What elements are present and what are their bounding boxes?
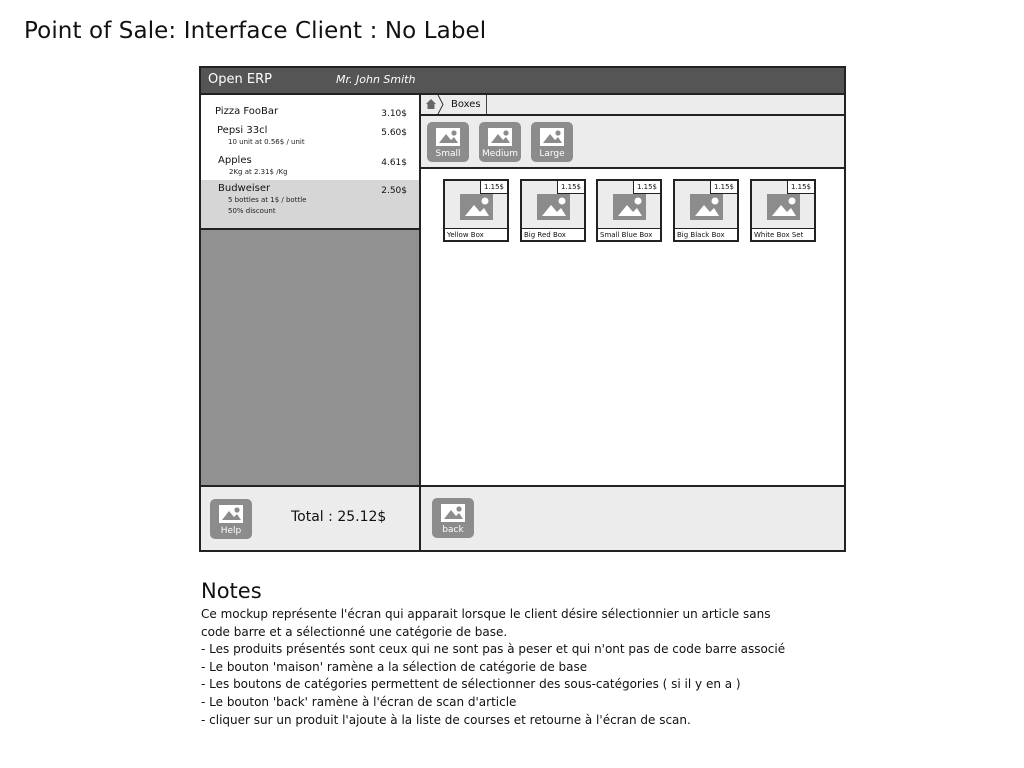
product-price: 1.15$	[480, 181, 507, 194]
left-footer: Help Total : 25.12$	[201, 487, 419, 550]
product-name: White Box Set	[752, 228, 814, 240]
help-button[interactable]: Help	[210, 499, 252, 539]
image-icon	[436, 128, 460, 146]
order-line-name: Apples	[218, 155, 252, 166]
product-price: 1.15$	[787, 181, 814, 194]
image-icon	[540, 128, 564, 146]
category-bar: Small Medium Large	[421, 116, 844, 169]
notes-line: Ce mockup représente l'écran qui apparai…	[201, 607, 771, 621]
notes-heading: Notes	[201, 579, 262, 603]
breadcrumb: Boxes	[421, 95, 844, 116]
notes-line: - cliquer sur un produit l'ajoute à la l…	[201, 712, 691, 727]
home-button[interactable]	[421, 95, 443, 114]
category-label: Large	[539, 149, 565, 159]
back-label: back	[442, 525, 464, 535]
top-bar: Open ERP Mr. John Smith	[201, 68, 844, 95]
order-line-name: Pepsi 33cl	[217, 125, 268, 136]
order-line-detail: 2Kg at 2.31$ /Kg	[229, 168, 288, 176]
product-name: Small Blue Box	[598, 228, 660, 240]
notes-section: Notes Ce mockup représente l'écran qui a…	[201, 579, 841, 729]
category-label: Medium	[482, 149, 518, 159]
breadcrumb-current[interactable]: Boxes	[443, 95, 487, 114]
notes-line: - Le bouton 'maison' ramène a la sélecti…	[201, 659, 588, 674]
order-list: Pizza FooBar 3.10$ Pepsi 33cl 5.60$ 10 u…	[201, 95, 419, 230]
order-line-price: 3.10$	[381, 109, 407, 119]
order-line-detail: 10 unit at 0.56$ / unit	[228, 138, 305, 146]
product-name: Big Black Box	[675, 228, 737, 240]
image-icon	[441, 504, 465, 522]
notes-line: - Les boutons de catégories permettent d…	[201, 677, 741, 692]
help-label: Help	[220, 526, 242, 536]
order-line-detail: 5 bottles at 1$ / bottle	[228, 196, 307, 204]
back-button[interactable]: back	[432, 498, 474, 538]
order-list-empty-area	[201, 230, 419, 487]
pos-window: Open ERP Mr. John Smith Pizza FooBar 3.1…	[199, 66, 846, 552]
product-card[interactable]: 1.15$ Big Black Box	[673, 179, 739, 242]
product-card[interactable]: 1.15$ Big Red Box	[520, 179, 586, 242]
app-name: Open ERP	[208, 72, 272, 87]
right-panel: Boxes Small Medium	[421, 95, 844, 550]
order-line[interactable]: Pepsi 33cl 5.60$ 10 unit at 0.56$ / unit	[201, 123, 419, 149]
order-line-name: Budweiser	[218, 183, 271, 194]
order-line-selected[interactable]: Budweiser 2.50$ 5 bottles at 1$ / bottle…	[201, 180, 419, 228]
product-grid: 1.15$ Yellow Box 1.15$ Big Red Box 1.1	[421, 169, 844, 485]
order-line-name: Pizza FooBar	[215, 106, 279, 117]
product-name: Yellow Box	[445, 228, 507, 240]
product-card[interactable]: 1.15$ White Box Set	[750, 179, 816, 242]
product-price: 1.15$	[710, 181, 737, 194]
notes-line: - Le bouton 'back' ramène à l'écran de s…	[201, 694, 517, 709]
right-footer: back	[421, 485, 844, 550]
order-line-price: 2.50$	[381, 186, 407, 196]
image-icon	[488, 128, 512, 146]
product-card[interactable]: 1.15$ Yellow Box	[443, 179, 509, 242]
notes-line: code barre et a sélectionné une catégori…	[201, 624, 508, 639]
image-icon	[690, 194, 723, 220]
order-line-price: 4.61$	[381, 158, 407, 168]
product-card[interactable]: 1.15$ Small Blue Box	[596, 179, 662, 242]
order-line-price: 5.60$	[381, 128, 407, 138]
order-line[interactable]: Pizza FooBar 3.10$	[201, 103, 419, 121]
image-icon	[460, 194, 493, 220]
breadcrumb-separator-icon	[437, 95, 444, 114]
image-icon	[613, 194, 646, 220]
product-price: 1.15$	[633, 181, 660, 194]
left-panel: Pizza FooBar 3.10$ Pepsi 33cl 5.60$ 10 u…	[201, 95, 421, 550]
notes-line: - Les produits présentés sont ceux qui n…	[201, 642, 786, 657]
category-button-medium[interactable]: Medium	[479, 122, 521, 162]
product-price: 1.15$	[557, 181, 584, 194]
image-icon	[767, 194, 800, 220]
page-title: Point of Sale: Interface Client : No Lab…	[24, 18, 487, 44]
image-icon	[537, 194, 570, 220]
category-label: Small	[435, 149, 461, 159]
home-icon	[426, 99, 436, 109]
user-name: Mr. John Smith	[336, 73, 416, 86]
category-button-small[interactable]: Small	[427, 122, 469, 162]
product-name: Big Red Box	[522, 228, 584, 240]
order-line[interactable]: Apples 4.61$ 2Kg at 2.31$ /Kg	[201, 153, 419, 179]
order-total: Total : 25.12$	[291, 509, 387, 525]
order-line-detail: 50% discount	[228, 207, 276, 215]
category-button-large[interactable]: Large	[531, 122, 573, 162]
image-icon	[219, 505, 243, 523]
